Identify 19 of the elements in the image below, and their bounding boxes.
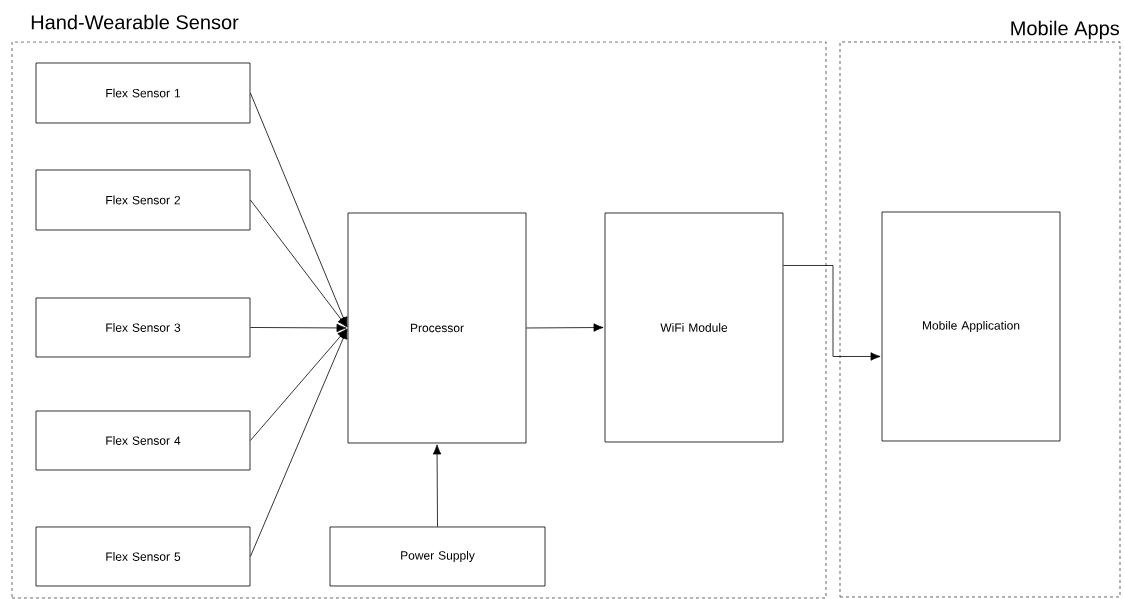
arrow — [250, 323, 347, 333]
block-box: Mobile Application — [881, 211, 1061, 442]
group-heading: Hand-Wearable Sensor — [31, 14, 239, 30]
block-box: Flex Sensor 4 — [35, 410, 251, 471]
arrow — [783, 265, 881, 361]
block-box: Flex Sensor 3 — [35, 297, 251, 358]
block-box: Power Supply — [329, 526, 546, 587]
arrow — [526, 323, 604, 332]
block-box: Flex Sensor 5 — [35, 526, 251, 587]
block-box: Flex Sensor 1 — [35, 62, 251, 124]
arrow — [432, 444, 442, 527]
arrow — [250, 329, 348, 557]
arrow — [250, 328, 347, 441]
block-box: WiFi Module — [604, 212, 784, 443]
arrow — [250, 199, 348, 328]
group-heading: Mobile Apps — [1011, 20, 1120, 40]
arrow — [250, 92, 348, 327]
block-box: Processor — [347, 212, 527, 444]
block-box: Flex Sensor 2 — [35, 169, 251, 231]
